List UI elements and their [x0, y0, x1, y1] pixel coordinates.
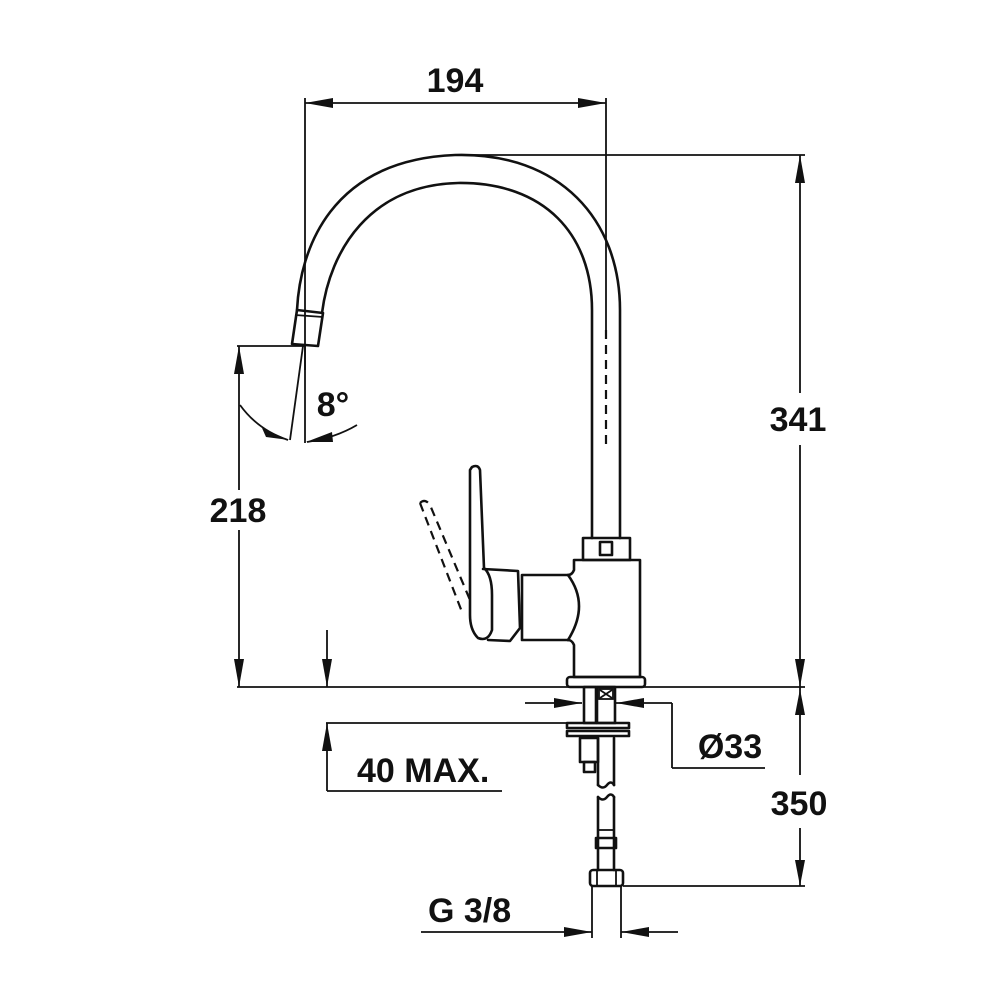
angle-arrow-right — [306, 432, 333, 442]
hose-lower — [596, 795, 616, 872]
body-bulge — [566, 573, 581, 642]
arrow-bottom — [795, 659, 805, 687]
spout-outer-edge — [295, 153, 622, 540]
dim-outlet-height: 218 — [210, 345, 305, 687]
arrow-left — [305, 98, 333, 108]
dim-hole-diameter: Ø33 — [525, 698, 765, 769]
hose-seal-cross — [599, 689, 613, 699]
dim-total-height: 341 — [455, 154, 827, 687]
hose-ferrule — [594, 836, 618, 850]
hole-diameter-label: Ø33 — [698, 728, 762, 766]
lever-alt-position — [419, 499, 472, 601]
base-flange — [565, 675, 647, 689]
aerator-divider — [294, 314, 324, 318]
washer-bottom — [565, 729, 631, 738]
hose-seal — [598, 688, 614, 700]
dim-deck-thickness: 40 MAX. — [322, 630, 567, 792]
lever-base — [481, 567, 522, 643]
under-deck-assembly — [565, 685, 631, 938]
lever-handle — [468, 464, 494, 641]
deck-thickness-label: 40 MAX. — [357, 752, 489, 790]
arrow-left — [564, 927, 592, 937]
arrow-top — [795, 155, 805, 183]
angle-arc-left — [239, 404, 289, 441]
fixing-nut-tip — [582, 760, 597, 774]
cartridge-housing — [520, 573, 570, 642]
faucet-outline — [290, 153, 647, 689]
spout-inner-edge — [320, 181, 594, 540]
angle-line-tilted — [289, 345, 304, 441]
outlet-height-label: 218 — [210, 492, 267, 530]
arrow-top — [234, 346, 244, 374]
dim-connection-thread: G 3/8 — [421, 892, 678, 937]
connection-thread-label: G 3/8 — [428, 892, 511, 930]
arrow-up — [322, 723, 332, 751]
arrow-right — [616, 698, 644, 708]
arrow-top — [795, 689, 805, 715]
hose-break-top — [596, 781, 616, 789]
deck-arrow-down — [322, 659, 332, 687]
arrow-bottom — [234, 659, 244, 687]
arrow-right — [578, 98, 606, 108]
spout-angle-label: 8° — [317, 386, 350, 424]
hose-break-bottom — [596, 793, 616, 801]
hose-upper — [596, 736, 616, 787]
angle-arrow-left — [262, 428, 289, 440]
arrow-right — [621, 927, 649, 937]
mounting-stud — [582, 685, 598, 725]
hose-length-label: 350 — [771, 785, 828, 823]
washer-top — [565, 721, 631, 730]
connection-nut — [588, 868, 625, 888]
dim-spout-reach: 194 — [304, 62, 607, 370]
collar-slot — [598, 540, 614, 557]
total-height-label: 341 — [770, 401, 827, 439]
lever-alt-position-2 — [418, 502, 464, 613]
arrow-left — [554, 698, 582, 708]
fixing-nut — [578, 736, 600, 764]
arrow-bottom — [795, 860, 805, 886]
aerator — [290, 308, 325, 348]
dim-spout-angle: 8° — [239, 345, 358, 443]
spout-reach-label: 194 — [427, 62, 484, 100]
dim-hose-length: 350 — [623, 687, 828, 887]
